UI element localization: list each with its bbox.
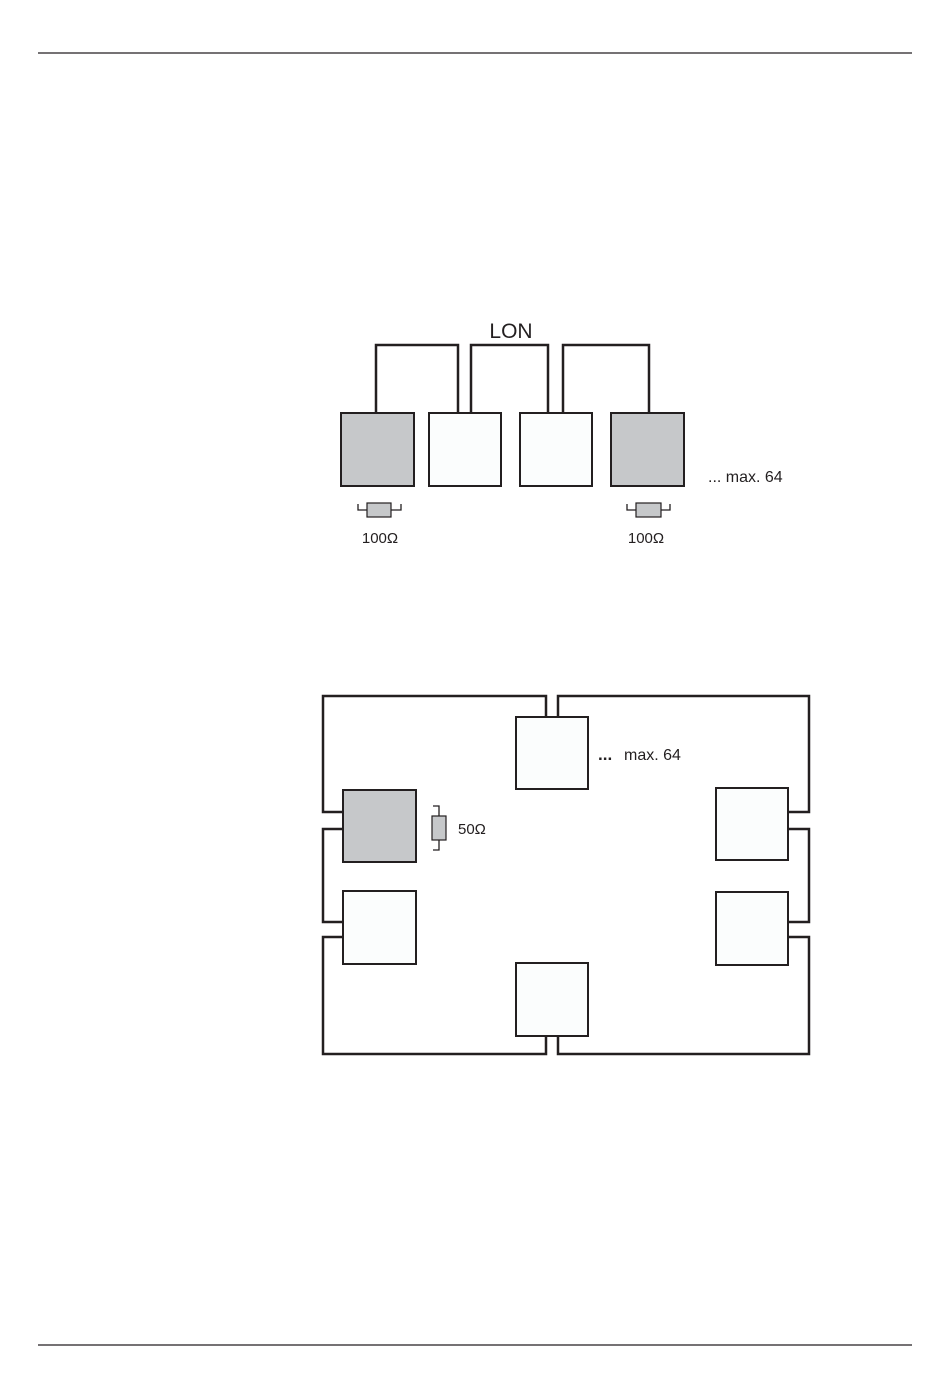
ring-wire-left bbox=[323, 829, 343, 922]
ring-diagram: 50Ω ... max. 64 bbox=[323, 696, 809, 1054]
ring-wire-right bbox=[789, 829, 809, 922]
bus-node-terminated-left bbox=[341, 413, 414, 486]
bus-termination-right-label: 100Ω bbox=[628, 530, 664, 547]
bus-diagram: LON ... max. 64 100Ω 100Ω bbox=[341, 320, 783, 547]
ring-node-bottom bbox=[516, 963, 588, 1036]
bus-resistor-left bbox=[358, 503, 401, 517]
ring-node-top bbox=[516, 717, 588, 789]
bus-node-terminated-right bbox=[611, 413, 684, 486]
bus-resistor-right bbox=[627, 503, 670, 517]
ring-max-note: max. 64 bbox=[624, 747, 681, 764]
ring-node-terminated bbox=[343, 790, 416, 862]
bus-termination-left-label: 100Ω bbox=[362, 530, 398, 547]
bus-node-2 bbox=[429, 413, 501, 486]
ring-node-right-lower bbox=[716, 892, 788, 965]
bus-wire-2 bbox=[471, 345, 548, 413]
bus-wire-1 bbox=[376, 345, 458, 413]
ring-termination-label: 50Ω bbox=[458, 821, 486, 838]
ring-resistor bbox=[432, 806, 446, 850]
bus-node-3 bbox=[520, 413, 592, 486]
bus-title: LON bbox=[489, 320, 532, 343]
bus-wire-3 bbox=[563, 345, 649, 413]
ring-max-dots: ... bbox=[598, 745, 612, 764]
bus-max-note: ... max. 64 bbox=[708, 469, 783, 486]
ring-node-right-upper bbox=[716, 788, 788, 860]
ring-node-left bbox=[343, 891, 416, 964]
